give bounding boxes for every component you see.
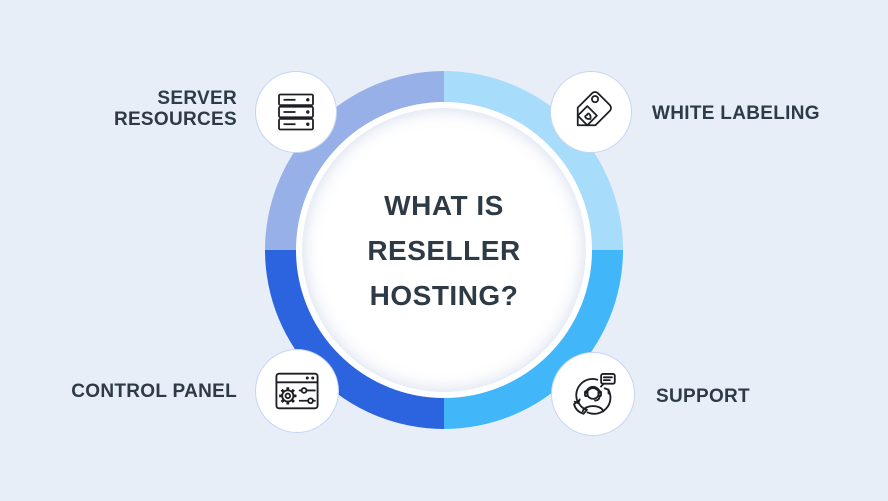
support-label: SUPPORT — [656, 386, 750, 407]
support-agent-icon — [573, 373, 616, 415]
page-title: WHAT IS RESELLER HOSTING? — [367, 183, 520, 318]
title-line-3: HOSTING? — [369, 279, 519, 311]
control-panel-node — [255, 349, 339, 433]
title-line-2: RESELLER — [367, 234, 521, 266]
server-resources-node — [255, 71, 337, 153]
server-icon — [278, 93, 314, 131]
title-line-1: WHAT IS — [384, 189, 504, 221]
center-circle: WHAT IS RESELLER HOSTING? — [296, 102, 592, 398]
price-tag-heart-icon — [576, 91, 612, 127]
white-labeling-label: WHITE LABELING — [652, 103, 820, 124]
support-node — [551, 352, 635, 436]
server-resources-label: SERVER RESOURCES — [113, 88, 237, 130]
white-labeling-node — [550, 71, 632, 153]
control-panel-label: CONTROL PANEL — [71, 381, 237, 402]
control-panel-icon — [275, 372, 319, 410]
